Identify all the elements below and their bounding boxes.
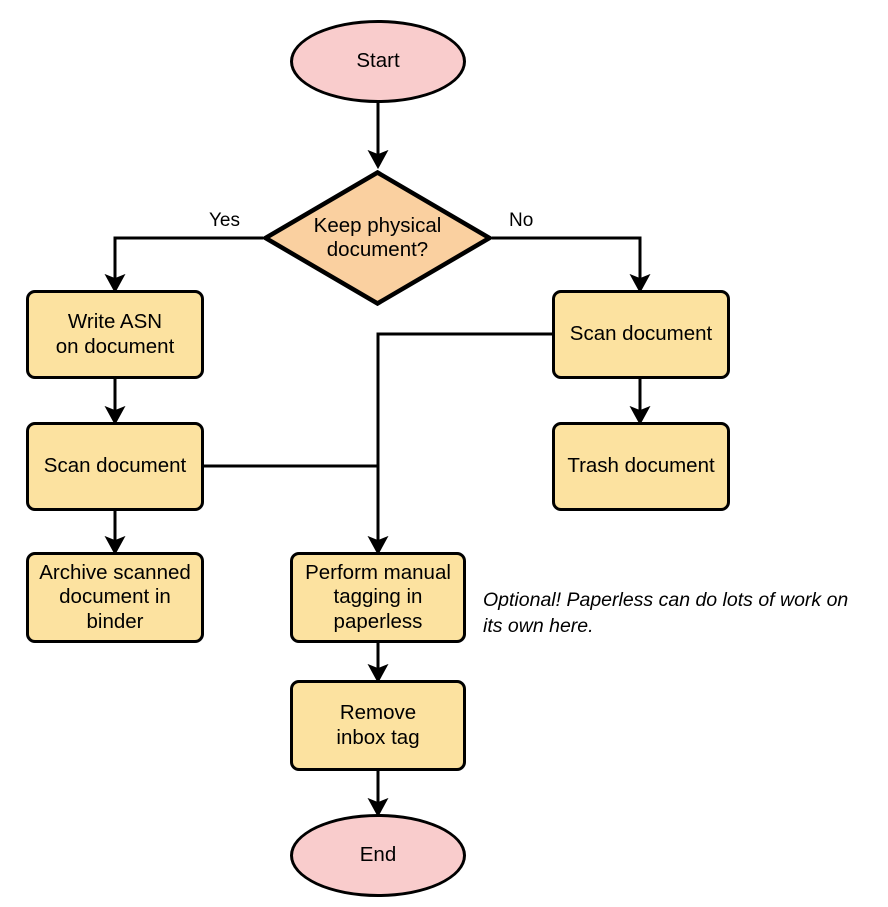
node-end[interactable]: End [290, 814, 466, 897]
node-decision-label: Keep physical document? [313, 213, 442, 261]
node-archive-scanned-document[interactable]: Archive scanned document in binder [26, 552, 204, 643]
edge-decision-yes-to-write-asn [104, 236, 263, 294]
node-scan-document-left-label: Scan document [43, 454, 187, 478]
node-write-asn-on-document[interactable]: Write ASN on document [26, 290, 204, 379]
edge-label-no: No [509, 210, 534, 231]
node-archive-label: Archive scanned document in binder [39, 561, 191, 633]
node-decision-keep-physical-document[interactable]: Keep physical document? [263, 170, 492, 306]
node-remove-inbox-tag[interactable]: Remove inbox tag [290, 680, 466, 771]
node-scan-document-right-label: Scan document [569, 322, 713, 346]
annotation-optional-paperless: Optional! Paperless can do lots of work … [483, 589, 849, 637]
diamond-shape [263, 170, 492, 306]
node-perform-manual-tagging[interactable]: Perform manual tagging in paperless [290, 552, 466, 643]
node-write-asn-label: Write ASN on document [55, 310, 175, 358]
node-manual-tagging-label: Perform manual tagging in paperless [305, 561, 451, 633]
edge-decision-no-to-scan-right [492, 236, 651, 294]
node-start-label: Start [356, 49, 400, 73]
node-scan-document-left[interactable]: Scan document [26, 422, 204, 511]
edge-scan-right-to-manual-tagging [367, 332, 552, 556]
node-start[interactable]: Start [290, 20, 466, 103]
node-trash-document-label: Trash document [567, 454, 715, 478]
node-remove-inbox-tag-label: Remove inbox tag [336, 701, 420, 749]
node-end-label: End [359, 843, 397, 867]
node-trash-document[interactable]: Trash document [552, 422, 730, 511]
node-scan-document-right[interactable]: Scan document [552, 290, 730, 379]
edge-label-yes: Yes [209, 210, 240, 231]
